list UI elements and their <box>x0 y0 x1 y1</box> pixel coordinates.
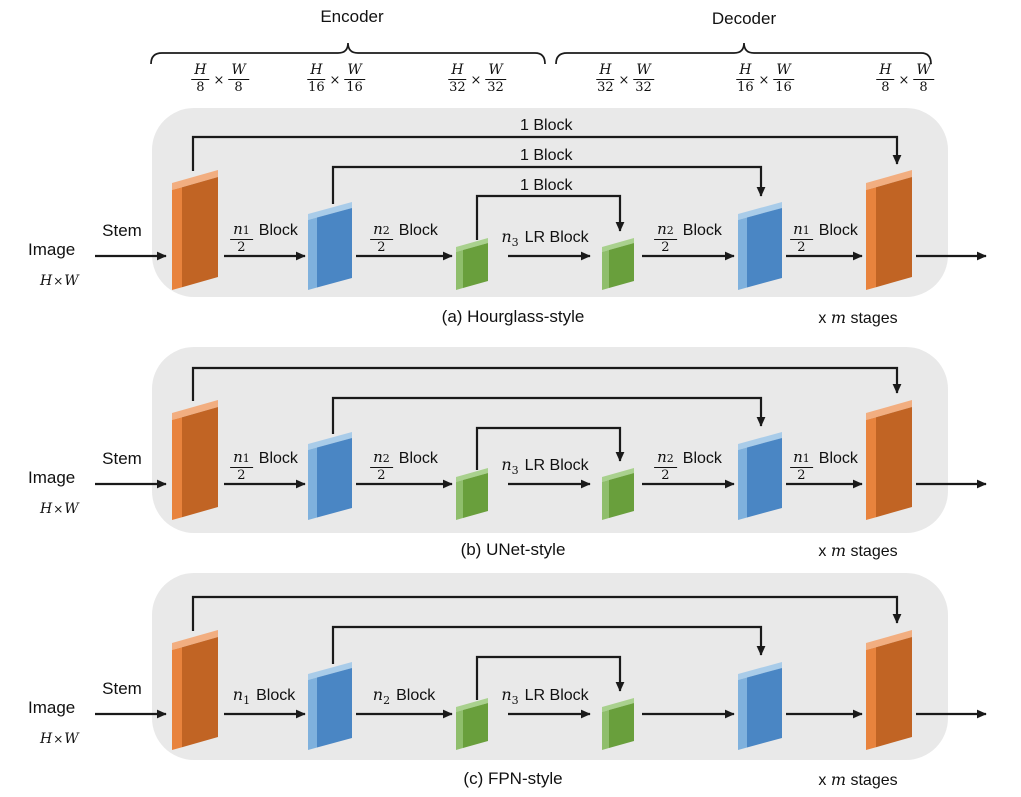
panel-c-encoder-stride16-block <box>308 662 352 750</box>
times-sign: × <box>329 72 341 88</box>
times-sign: × <box>758 72 770 88</box>
panel-a-background <box>152 108 948 297</box>
stem-label: Stem <box>102 679 142 698</box>
times-sign: × <box>53 274 64 288</box>
times-sign: × <box>898 72 910 88</box>
decoder-brace <box>555 42 932 65</box>
encoder-label: Encoder <box>320 7 384 26</box>
panel-c-caption: (c) FPN-style <box>463 769 563 788</box>
panel-a-caption: (a) Hourglass-style <box>441 307 585 326</box>
panel-c-decoder-stride32-block <box>602 698 634 750</box>
panel-c-encoder-stride8-block <box>172 630 218 750</box>
panel-a-encoder-stride32-block <box>456 238 488 290</box>
edge-label-n1-block: n1 Block <box>232 685 296 708</box>
times-sign: × <box>53 502 64 516</box>
stem-label: Stem <box>102 221 142 240</box>
panel-c-stages-label: x m stages <box>818 770 898 789</box>
skip-label-3: 1 Block <box>520 177 573 194</box>
panel-c-decoder-stride8-block <box>866 630 912 750</box>
panel-c-encoder-stride32-block <box>456 698 488 750</box>
encoder-brace <box>150 42 546 65</box>
image-label: Image <box>28 698 76 717</box>
panel-a-decoder-stride8-block <box>866 170 912 290</box>
decoder-label: Decoder <box>711 9 777 28</box>
panel-c-background <box>152 573 948 760</box>
input-size-label: H×W <box>40 273 79 289</box>
panel-b-decoder-stride16-block <box>738 432 782 520</box>
times-sign: × <box>470 72 482 88</box>
panel-c-decoder-stride16-block <box>738 662 782 750</box>
panel-b-encoder-stride32-block <box>456 468 488 520</box>
input-size-label: H×W <box>40 501 79 517</box>
times-sign: × <box>618 72 630 88</box>
stem-label: Stem <box>102 449 142 468</box>
skip-label-1: 1 Block <box>520 117 573 134</box>
image-label: Image <box>28 468 76 487</box>
edge-label-n2-block: n2 Block <box>372 685 436 708</box>
panel-b-stages-label: x m stages <box>818 541 898 560</box>
edge-label-n3-lr-block: n3 LR Block <box>501 455 589 478</box>
panel-b-background <box>152 347 948 533</box>
edge-label-n3-lr-block: n3 LR Block <box>501 227 589 250</box>
edge-label-n3-lr-block: n3 LR Block <box>501 685 589 708</box>
panel-a-decoder-stride16-block <box>738 202 782 290</box>
image-label: Image <box>28 240 76 259</box>
times-sign: × <box>53 732 64 746</box>
panel-a-encoder-stride8-block <box>172 170 218 290</box>
panel-b-decoder-stride32-block <box>602 468 634 520</box>
panel-b-encoder-stride16-block <box>308 432 352 520</box>
skip-label-2: 1 Block <box>520 147 573 164</box>
panel-a-stages-label: x m stages <box>818 308 898 327</box>
panel-b-decoder-stride8-block <box>866 400 912 520</box>
panel-a-decoder-stride32-block <box>602 238 634 290</box>
panel-b-encoder-stride8-block <box>172 400 218 520</box>
input-size-label: H×W <box>40 731 79 747</box>
panel-b-caption: (b) UNet-style <box>460 540 566 559</box>
panel-a-encoder-stride16-block <box>308 202 352 290</box>
times-sign: × <box>213 72 225 88</box>
